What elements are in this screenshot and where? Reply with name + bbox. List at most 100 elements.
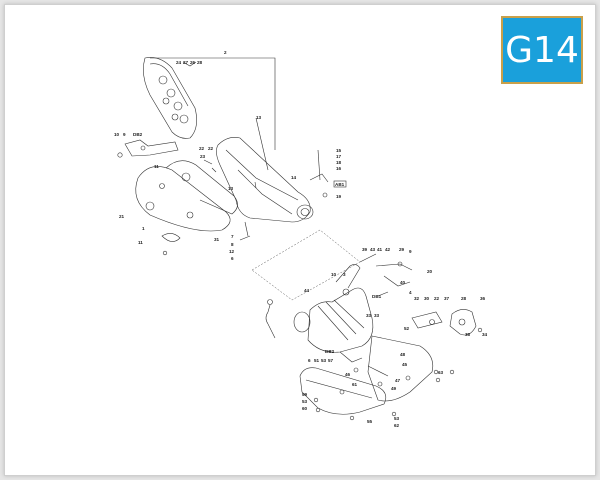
side-shield-grommet-3 [145,201,155,211]
bracket-left [124,139,179,157]
callout: 14 [291,175,297,180]
callout: 17 [336,154,342,159]
silencer-outlet-inner [300,208,310,216]
leader-24-28 [182,61,197,67]
end-screw [162,250,168,256]
bolt-left [117,152,123,158]
bolt-53 [433,369,439,375]
callout: 24 [176,60,182,65]
leader-15 [317,149,321,181]
heat-shield-top [143,57,197,139]
bracket-37 [449,309,477,336]
bolt-53b [435,377,441,383]
callout: 19 [336,194,342,199]
strap-40 [383,275,411,287]
silencer-fitting [254,181,257,189]
callout: 8 [231,242,234,247]
bracket-hole [140,145,146,151]
part-callouts: 2 24 27 26 28 13 10 9 DB2 22 22 11 21 1 … [114,50,488,428]
side-shield-inner [165,160,238,215]
callout: 38 [465,332,471,337]
pin-8 [244,221,249,237]
callout: 9 [123,132,126,137]
clip-23 [211,167,217,173]
callout: 30 [424,296,430,301]
callout: 1 [142,226,145,231]
callout: 31 [214,237,220,242]
side-shield-grommet-2 [159,183,165,189]
callout: 55 [367,419,373,424]
heat-shield-holes [158,75,189,124]
nut-19 [322,192,328,198]
callout: 39 [362,247,368,252]
callout: 48 [400,352,406,357]
callout: 6 [308,358,311,363]
drawing-frame [4,4,596,476]
callout: 20 [427,269,433,274]
callout: 44 [304,288,310,293]
callout: 45 [402,362,408,367]
callout: 9 [409,249,412,254]
callout: 4 [409,290,412,295]
callout: 33 [366,313,372,318]
callout: AB1 [335,182,345,187]
bolt-62 [391,411,397,417]
callout: 41 [377,247,383,252]
heat-shield-top-edge [149,63,189,107]
bracket-33-hole [429,319,435,325]
callout: 63 [438,370,444,375]
callout: 33 [374,313,380,318]
bolt-63b [449,369,455,375]
callout: 23 [200,154,206,159]
callout: 22 [434,296,440,301]
callout: 46 [345,372,351,377]
spring-23 [203,159,213,165]
callout: 2 [224,50,227,55]
callout: 57 [328,358,334,363]
nut-46 [377,381,383,387]
mount-51 [339,351,363,363]
lower-shield-right [367,335,434,402]
callout: 3 [343,272,346,277]
callout: 37 [444,296,450,301]
callout: 15 [336,148,342,153]
silencer-rib-2 [237,169,293,215]
silencer-outlet [296,204,314,220]
pipe-flange [293,311,311,333]
clamp-14 [309,173,329,183]
callout: 62 [394,423,400,428]
callout: 13 [228,186,234,191]
silencer-body [216,137,311,223]
hanger-bolt [397,261,403,267]
bolt-60 [313,397,319,403]
lower-shield-rib [305,379,373,399]
callout: 43 [370,247,376,252]
callout: 61 [352,382,358,387]
bolt-55 [349,415,355,421]
leader-10-3 [359,253,377,263]
callout: 27 [183,60,189,65]
callout: 40 [400,280,406,285]
callout: 32 [414,296,420,301]
pipe-ribs [317,299,365,341]
callout: 7 [231,234,234,239]
callout: 29 [399,247,405,252]
callout: DB2 [325,349,335,354]
flange-clamp-3 [342,288,350,296]
callout: 18 [336,160,342,165]
callout: 53 [321,358,327,363]
callout: 60 [302,406,308,411]
lambda-cable [265,304,276,339]
mount-45 [367,365,389,377]
bolt-34 [477,327,483,333]
callout: 51 [314,358,320,363]
bracket-33 [411,311,443,329]
lambda-connector [267,299,273,305]
callout: 11 [138,240,143,245]
callout: 10 [331,272,337,277]
lower-shield-left [299,367,387,415]
callout: DB1 [372,294,382,299]
callout: 49 [391,386,397,391]
nut-57 [353,367,359,373]
